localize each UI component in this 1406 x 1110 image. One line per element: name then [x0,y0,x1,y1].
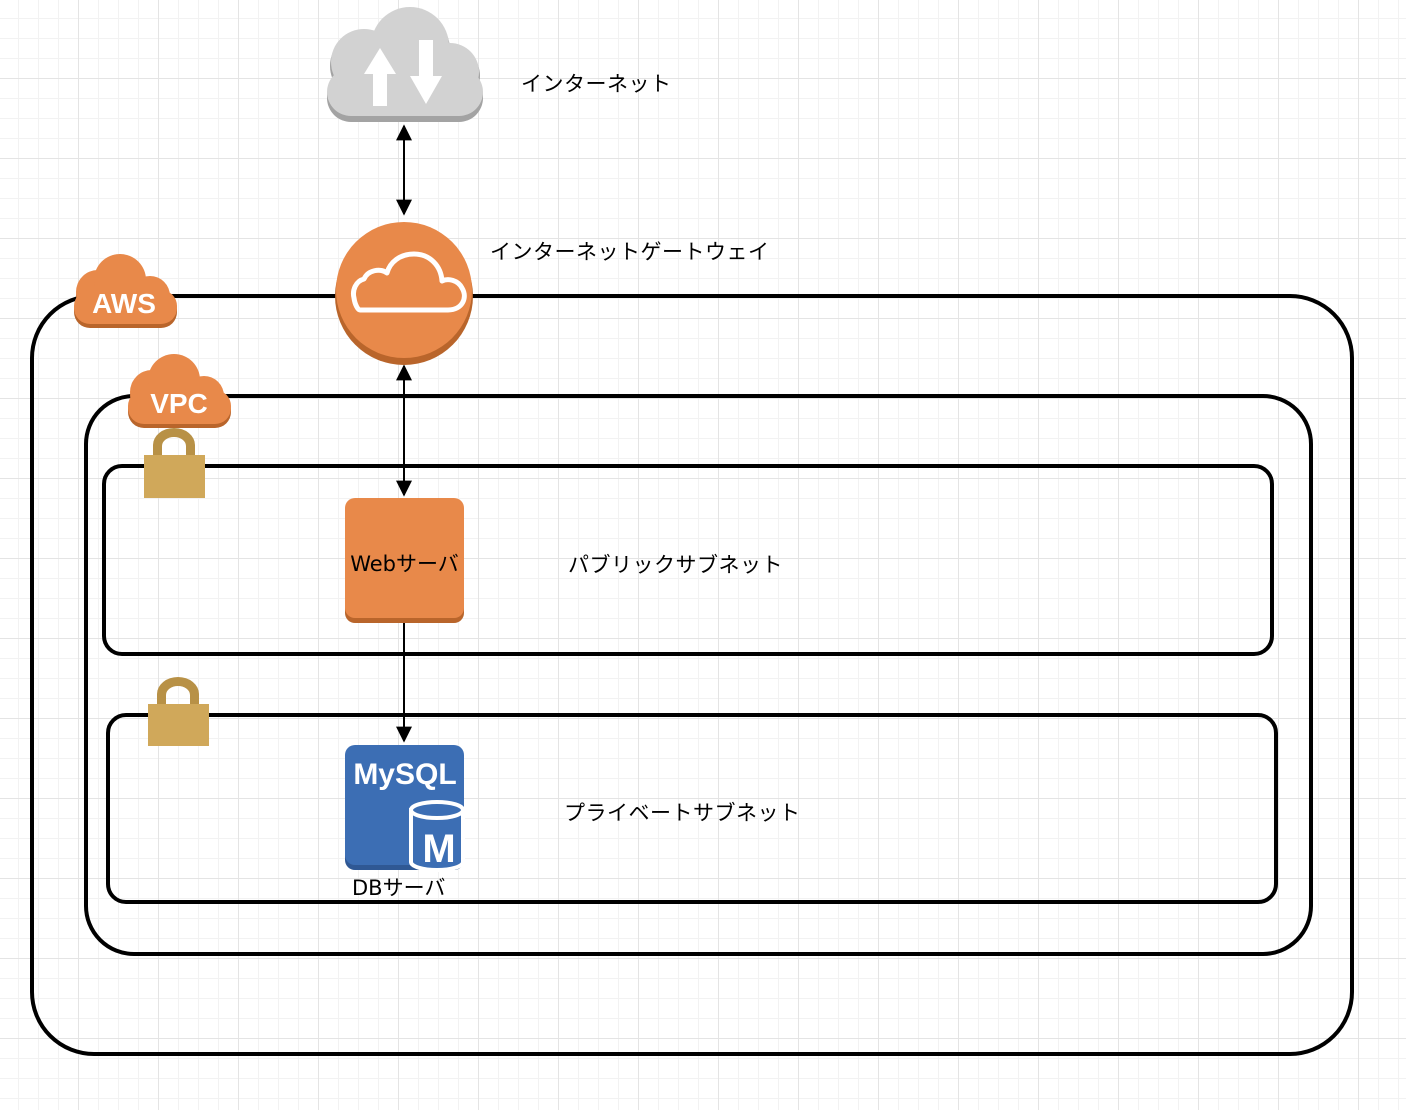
public-subnet-lock-icon [144,428,205,498]
vpc-badge-label: VPC [150,388,208,419]
internet-cloud-icon[interactable] [327,7,483,122]
public-subnet-container[interactable] [102,464,1274,656]
cloud-outline-icon [351,251,467,313]
aws-group-container[interactable] [30,294,1354,1056]
private-subnet-container[interactable] [106,713,1278,904]
public-subnet-label: パブリックサブネット [568,553,783,577]
private-subnet-lock-icon [148,677,209,746]
mysql-badge-letter: M [422,827,455,871]
database-cylinder-icon: M [409,800,465,872]
mysql-title: MySQL [353,758,456,791]
mysql-db-icon[interactable]: MySQL M [345,745,465,872]
private-subnet-label: プライベートサブネット [564,801,801,825]
upload-arrow-icon [364,48,396,106]
ec2-instance-icon[interactable] [345,498,464,623]
aws-cloud-badge[interactable]: AWS [74,254,177,328]
vpc-cloud-badge[interactable]: VPC [128,354,231,428]
gateway-label: インターネットゲートウェイ [490,240,770,264]
aws-badge-label: AWS [92,288,156,319]
web-server-label: Webサーバ [350,552,459,576]
vpc-group-container[interactable] [84,394,1313,956]
internet-gateway-icon[interactable] [335,222,473,365]
internet-label: インターネット [521,72,672,96]
download-arrow-icon [410,40,442,104]
db-server-label: DBサーバ [352,876,446,900]
